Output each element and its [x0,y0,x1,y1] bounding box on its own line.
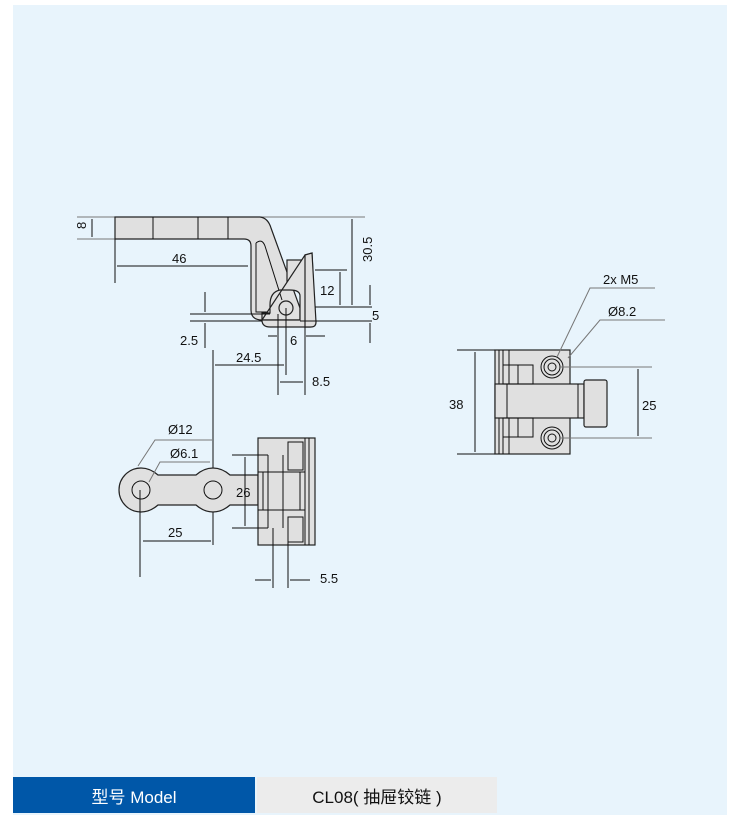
dim-8-5: 8.5 [312,374,330,389]
model-label-cell: 型号 Model [13,777,255,813]
side-view: 38 25 2x M5 Ø8.2 [449,272,665,455]
front-view: 25 26 5.5 Ø12 Ø6.1 [118,422,338,588]
dim-6: 6 [290,333,297,348]
model-value-cell: CL08( 抽屉铰链 ) [257,777,497,813]
dim-24-5: 24.5 [236,350,261,365]
dim-length: 46 [172,251,186,266]
dim-2-5: 2.5 [180,333,198,348]
dim-5-5: 5.5 [320,571,338,586]
drawing-panel [13,5,727,815]
thread-label: 2x M5 [603,272,638,287]
dim-12: 12 [320,283,334,298]
dim-5: 5 [372,308,379,323]
counterbore-label: Ø8.2 [608,304,636,319]
dim-pitch: 25 [168,525,182,540]
dim-side-spacing: 25 [642,398,656,413]
top-view: 8 46 30.5 12 5 2.5 6 24.5 8.5 [74,216,379,545]
dim-side-height: 38 [449,397,463,412]
dim-thickness: 8 [74,222,89,229]
dim-height: 30.5 [360,237,375,262]
dia-outer-label: Ø12 [168,422,193,437]
dia-hole-label: Ø6.1 [170,446,198,461]
dim-26: 26 [236,485,250,500]
